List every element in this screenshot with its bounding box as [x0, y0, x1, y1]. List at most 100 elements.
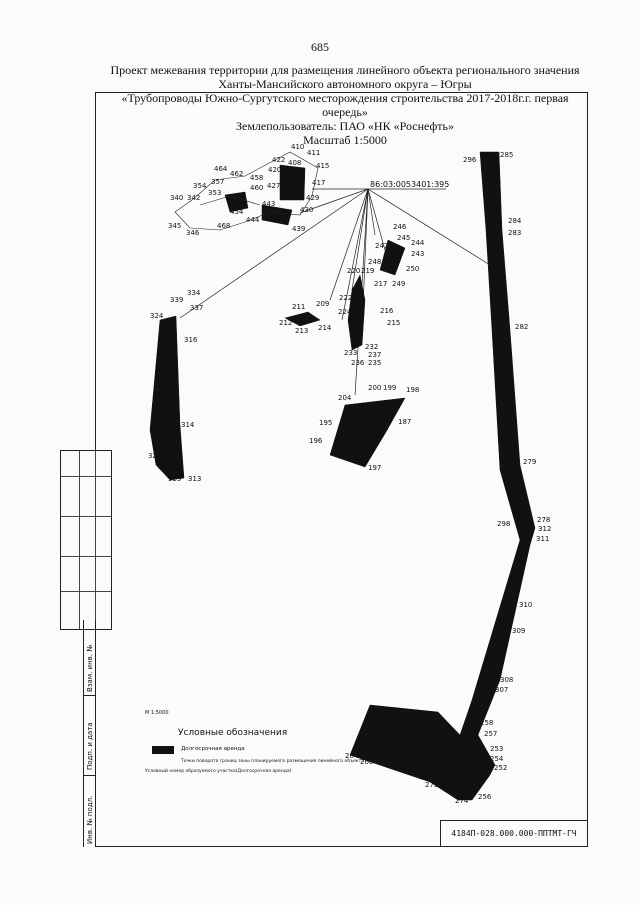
scale-caption: Масштаб 1:5000: [303, 133, 387, 147]
point-label: 232: [365, 343, 378, 351]
point-label: 410: [291, 143, 304, 151]
point-label: 443: [262, 200, 275, 208]
plot-main-corridor: [349, 151, 536, 801]
leader-lines: [179, 188, 491, 396]
point-label: 256: [478, 793, 492, 801]
point-label: 273: [425, 781, 438, 789]
plot-west-strip: [149, 315, 185, 481]
point-label: 254: [490, 755, 504, 763]
cadastral-number: 86:03:0053401:395: [370, 180, 450, 189]
side-stamp-table: [60, 450, 112, 630]
land-user: Землепользователь: ПАО «НК «Роснефть»: [236, 119, 454, 133]
plot-small-west: [284, 311, 321, 327]
point-label: 354: [193, 182, 207, 190]
point-label: 417: [312, 179, 325, 187]
plot-north-cluster-c: [224, 191, 249, 213]
drawing-code-stamp: 4184П-028.000.000-ППТМТ-ГЧ: [440, 820, 588, 847]
point-label: 243: [411, 250, 424, 258]
legend-item-turn-points: Точки поворота границ зоны планируемого …: [181, 759, 365, 764]
legend-item-lease: Долгосрочная аренда: [181, 746, 245, 752]
page-number: 685: [311, 40, 329, 54]
legend-scale-note: М 1:5000: [145, 710, 169, 716]
point-label: 411: [307, 149, 320, 157]
point-label: 464: [214, 165, 228, 173]
point-label: 307: [495, 686, 508, 694]
point-label: 233: [344, 349, 357, 357]
point-label: 264: [345, 752, 359, 760]
point-label: 340: [170, 194, 183, 202]
point-label: 200: [368, 384, 381, 392]
point-label: 316: [184, 336, 198, 344]
plot-east-small: [379, 239, 406, 276]
point-label: 187: [398, 418, 411, 426]
point-label: 249: [392, 280, 405, 288]
header-title-line-4: очередь»: [322, 105, 368, 119]
point-label: 213: [295, 327, 308, 335]
point-label: 248: [368, 258, 381, 266]
point-label: 415: [316, 162, 329, 170]
point-label: 212: [279, 319, 292, 327]
side-signature-strip: Взам. инв. № Подп. и дата Инв. № подл.: [83, 620, 96, 847]
point-label: 427: [267, 182, 280, 190]
point-label: 408: [288, 159, 301, 167]
point-label: 204: [338, 394, 352, 402]
point-label: 257: [484, 730, 497, 738]
point-label: 312: [538, 525, 551, 533]
point-label: 211: [292, 303, 305, 311]
point-label: 339: [170, 296, 183, 304]
point-label: 353: [208, 189, 221, 197]
point-label: 328: [148, 452, 161, 460]
point-label: 217: [374, 280, 387, 288]
point-label: 195: [319, 419, 332, 427]
point-label: 209: [316, 300, 329, 308]
point-label: 430: [300, 206, 313, 214]
point-label: 298: [497, 520, 510, 528]
point-label: 285: [500, 151, 513, 159]
legend-title: Условные обозначения: [178, 728, 288, 738]
point-label: 329: [168, 475, 181, 483]
point-label: 342: [187, 194, 200, 202]
point-label: 219: [361, 267, 374, 275]
header-title-line-2: Ханты-Мансийского автономного округа – Ю…: [218, 77, 472, 91]
point-label: 429: [306, 194, 319, 202]
point-label: 313: [188, 475, 201, 483]
point-label: 334: [187, 289, 201, 297]
point-label: 220: [347, 267, 360, 275]
point-label: 458: [250, 174, 263, 182]
point-label: 468: [217, 222, 230, 230]
north-cluster-lines: [174, 151, 319, 231]
point-label: 337: [190, 304, 203, 312]
point-label: 244: [411, 239, 425, 247]
plot-north-cluster-b: [261, 204, 293, 226]
point-label: 235: [368, 359, 381, 367]
point-label: 250: [406, 265, 419, 273]
point-label: 345: [168, 222, 181, 230]
point-label: 282: [515, 323, 528, 331]
point-label: 310: [519, 601, 532, 609]
point-label: 214: [318, 324, 332, 332]
point-label: 311: [536, 535, 549, 543]
point-label: 252: [494, 764, 507, 772]
point-label: 224: [338, 308, 352, 316]
point-label: 266: [360, 758, 374, 766]
point-label: 279: [523, 458, 536, 466]
point-label: 246: [393, 223, 407, 231]
legend-lease-swatch: [152, 746, 174, 754]
point-label: 309: [512, 627, 525, 635]
point-label: 222: [339, 294, 352, 302]
point-label: 439: [292, 225, 305, 233]
point-label: 267: [385, 761, 398, 769]
point-label: 422: [272, 156, 285, 164]
header-title-line-1: Проект межевания территории для размещен…: [110, 63, 580, 77]
point-label: 197: [368, 464, 381, 472]
point-label: 199: [383, 384, 396, 392]
point-label: 258: [480, 719, 493, 727]
point-label: 236: [351, 359, 365, 367]
point-label: 274: [455, 797, 469, 805]
lease-plots: [149, 151, 536, 801]
point-label: 460: [250, 184, 263, 192]
header-title-line-3: «Трубопроводы Южно-Сургутского месторожд…: [121, 91, 569, 105]
point-label: 296: [463, 156, 477, 164]
